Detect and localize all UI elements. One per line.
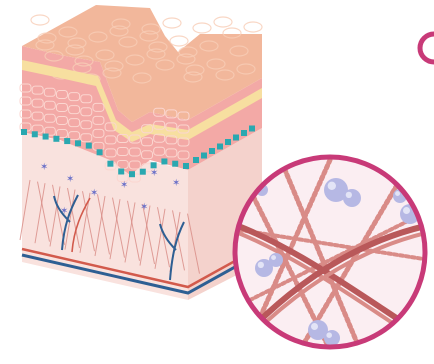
basal-cell (86, 143, 92, 149)
basal-cell-side (217, 144, 223, 150)
fibroblast-icon: ✶ (120, 180, 128, 191)
fibroblast-icon: ✶ (66, 174, 74, 185)
magnifier (235, 157, 430, 350)
elastin-blob-highlight (328, 182, 336, 190)
basal-cell (118, 168, 124, 174)
basal-cell-side (241, 130, 247, 136)
fibroblast-icon: ✶ (40, 162, 48, 173)
elastin-blob (343, 189, 361, 207)
elastin-blob-highlight (346, 192, 352, 198)
fibroblast-icon: ✶ (90, 188, 98, 199)
surface-cell (193, 23, 211, 33)
basal-cell (32, 131, 38, 137)
basal-cell-side (233, 135, 239, 141)
surface-cell (170, 36, 188, 46)
basal-cell (75, 140, 81, 146)
basal-cell-side (193, 157, 199, 163)
fibroblast-icon: ✶ (140, 202, 148, 213)
fibroblast-icon: ✶ (150, 168, 158, 179)
basal-cell-side (201, 153, 207, 159)
elastin-blob-highlight (258, 262, 264, 268)
basal-cell (183, 163, 189, 169)
partial-circle-icon (420, 34, 434, 62)
basal-cell (129, 171, 135, 177)
basal-cell (172, 161, 178, 167)
elastin-blob (269, 253, 283, 267)
basal-cell (107, 161, 113, 167)
basal-cell (161, 158, 167, 164)
basal-cell (97, 149, 103, 155)
skin-block: ✶✶✶✶✶✶✶✶ (20, 5, 262, 300)
elastin-blob-highlight (271, 255, 276, 260)
surface-cell (214, 17, 232, 27)
basal-cell (53, 136, 59, 142)
surface-cell (31, 15, 49, 25)
elastin-blob-highlight (395, 191, 400, 196)
basal-cell (64, 138, 70, 144)
elastin-blob (324, 330, 340, 346)
elastin-blob-highlight (311, 323, 318, 330)
fibroblast-icon: ✶ (172, 178, 180, 189)
basal-cell (21, 129, 27, 135)
basal-cell-side (209, 148, 215, 154)
surface-cell (244, 22, 262, 32)
surface-cell (163, 18, 181, 28)
basal-cell (140, 169, 146, 175)
basal-cell-side (249, 126, 255, 132)
basal-cell (43, 134, 49, 140)
elastin-blob-highlight (403, 207, 410, 214)
elastin-blob-highlight (326, 332, 332, 338)
basal-cell-side (225, 139, 231, 145)
